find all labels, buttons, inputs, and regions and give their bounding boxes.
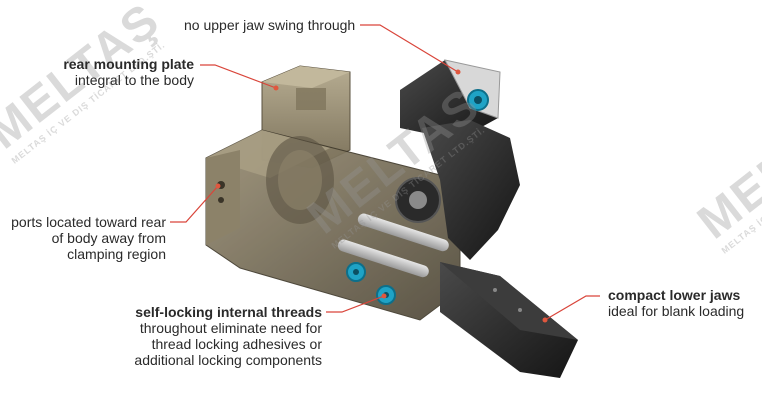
callout-upper-jaw-text: no upper jaw swing through (184, 17, 356, 33)
marker-upper-jaw (455, 69, 461, 75)
callout-threads: self-locking internal threads throughout… (110, 304, 322, 368)
leader-ports (170, 185, 219, 223)
callout-threads-title: self-locking internal threads (135, 304, 322, 320)
callout-lower-jaws-sub: ideal for blank loading (608, 303, 745, 319)
lower-jaw (440, 262, 578, 378)
callout-upper-jaw: no upper jaw swing through (184, 17, 355, 33)
marker-dots (215, 69, 548, 323)
callout-ports: ports located toward rear of body away f… (0, 214, 166, 262)
marker-ports (215, 183, 221, 189)
marker-threads (381, 293, 387, 299)
marker-rear-plate (273, 85, 279, 91)
callout-lower-jaws: compact lower jaws ideal for blank loadi… (608, 287, 744, 319)
callout-threads-line-3: additional locking components (134, 352, 322, 368)
leader-upper-jaw (360, 24, 459, 73)
leader-rear-plate (200, 64, 277, 89)
callout-rear-plate-sub: integral to the body (74, 72, 194, 88)
leader-lines (170, 24, 600, 321)
leader-threads (326, 295, 385, 313)
callout-threads-line-2: thread locking adhesives or (151, 336, 322, 352)
callout-ports-line-1: ports located toward rear (11, 214, 166, 230)
upper-jaw (395, 59, 520, 260)
callout-rear-plate-title: rear mounting plate (63, 56, 194, 72)
marker-lower-jaws (542, 317, 548, 323)
leader-lower-jaws (544, 295, 600, 321)
callout-ports-line-3: clamping region (67, 246, 166, 262)
callout-ports-line-2: of body away from (51, 230, 166, 246)
callout-lower-jaws-title: compact lower jaws (608, 287, 741, 303)
gripper-body (205, 129, 461, 321)
callout-rear-plate: rear mounting plate integral to the body (40, 56, 194, 88)
callout-threads-line-1: throughout eliminate need for (139, 320, 322, 336)
